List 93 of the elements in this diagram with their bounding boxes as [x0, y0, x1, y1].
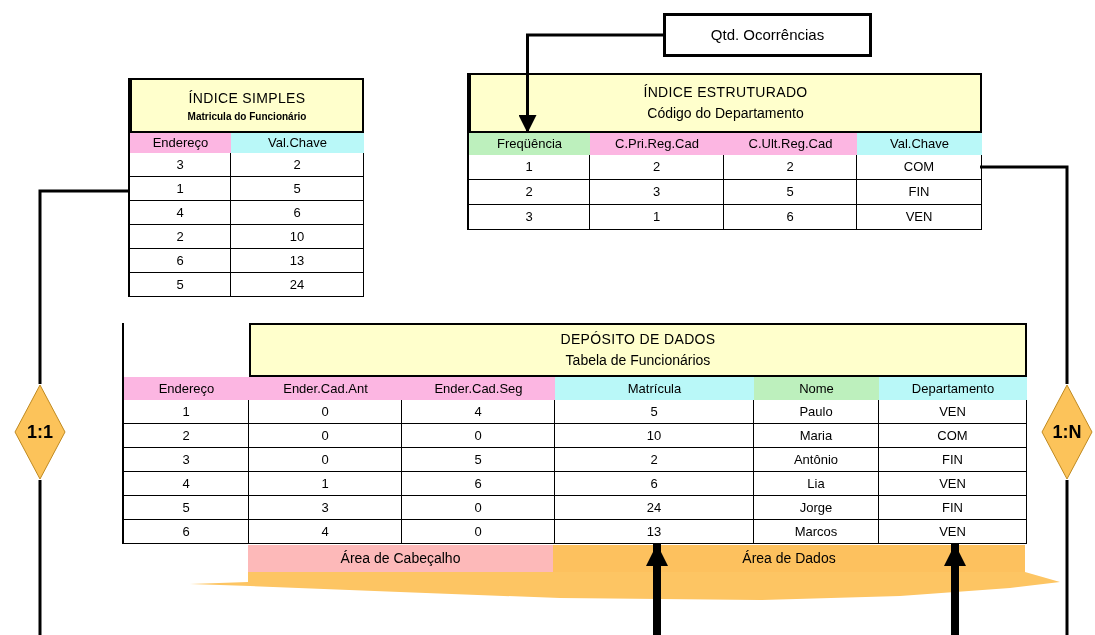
table-subtitle: Matricula do Funcionário — [187, 109, 307, 124]
cell-value: 2 — [124, 424, 249, 448]
arrow — [518, 33, 663, 133]
cell-value: 0 — [249, 400, 402, 424]
cell-value: 2 — [231, 153, 364, 177]
cell-value: VEN — [879, 520, 1027, 544]
cell-value: 10 — [231, 225, 364, 249]
cell-value: 3 — [249, 496, 402, 520]
cell-value: 2 — [130, 225, 231, 249]
arrow — [646, 544, 668, 635]
cell-value: 5 — [555, 400, 754, 424]
cell-value: 5 — [231, 177, 364, 201]
cell-value: 6 — [402, 472, 555, 496]
column-header: Endereço — [130, 133, 231, 153]
cell-value: 3 — [130, 153, 231, 177]
cell-value: 3 — [124, 448, 249, 472]
cell-value: Antônio — [754, 448, 879, 472]
cell-value: 6 — [124, 520, 249, 544]
column-header: C.Ult.Reg.Cad — [724, 133, 857, 155]
cardinality-label: 1:1 — [27, 420, 53, 444]
cell-value: 0 — [402, 496, 555, 520]
cell-value: 0 — [402, 520, 555, 544]
cell-value: 6 — [555, 472, 754, 496]
cell-value: FIN — [879, 448, 1027, 472]
cell-value: COM — [879, 424, 1027, 448]
table-title: DEPÓSITO DE DADOS — [560, 330, 716, 349]
cell-value: 5 — [402, 448, 555, 472]
table-title: ÍNDICE SIMPLES — [188, 88, 306, 108]
cell-value: VEN — [879, 400, 1027, 424]
cell-value: 5 — [724, 180, 857, 205]
connector-line — [980, 165, 1069, 384]
table-subtitle: Tabela de Funcionários — [565, 351, 711, 370]
cell-value: 4 — [249, 520, 402, 544]
cell-value: 24 — [555, 496, 754, 520]
cell-value: 1 — [590, 205, 724, 230]
cell-value: 6 — [130, 249, 231, 273]
data-table — [128, 78, 362, 297]
cell-value: 0 — [249, 424, 402, 448]
cell-value: 4 — [130, 201, 231, 225]
cell-value: Maria — [754, 424, 879, 448]
column-header: Ender.Cad.Ant — [249, 377, 402, 400]
arrow — [944, 544, 966, 635]
data-table — [467, 73, 980, 230]
cell-value: 4 — [402, 400, 555, 424]
cell-value: 2 — [469, 180, 590, 205]
cell-value: 1 — [130, 177, 231, 201]
column-header: Endereço — [124, 377, 249, 400]
cell-value: Jorge — [754, 496, 879, 520]
callout-box: Qtd. Ocorrências — [663, 13, 872, 57]
connector-line — [38, 189, 128, 384]
column-header: Matrícula — [555, 377, 754, 400]
cell-value: 2 — [555, 448, 754, 472]
cell-value: 2 — [724, 155, 857, 180]
connector-line — [38, 480, 42, 635]
column-header: Departamento — [879, 377, 1027, 400]
cell-value: Lia — [754, 472, 879, 496]
cell-value: 4 — [124, 472, 249, 496]
table-subtitle: Código do Departamento — [647, 104, 804, 123]
area-band: Área de Cabeçalho — [248, 545, 553, 572]
cell-value: 2 — [590, 155, 724, 180]
cell-value: 0 — [402, 424, 555, 448]
cell-value: 1 — [124, 400, 249, 424]
cell-value: 1 — [469, 155, 590, 180]
cell-value: 0 — [249, 448, 402, 472]
column-header: Ender.Cad.Seg — [402, 377, 555, 400]
cell-value: 13 — [555, 520, 754, 544]
column-header: C.Pri.Reg.Cad — [590, 133, 724, 155]
column-header: Val.Chave — [857, 133, 982, 155]
cell-value: 13 — [231, 249, 364, 273]
table-title: ÍNDICE ESTRUTURADO — [643, 83, 808, 102]
cell-value: VEN — [857, 205, 982, 230]
cell-value: 5 — [124, 496, 249, 520]
cell-value: 3 — [590, 180, 724, 205]
connector-line — [1065, 480, 1069, 635]
column-header: Nome — [754, 377, 879, 400]
cell-value: 5 — [130, 273, 231, 297]
cell-value: 24 — [231, 273, 364, 297]
cell-value: FIN — [857, 180, 982, 205]
area-band: Área de Dados — [553, 545, 1025, 572]
cell-value: FIN — [879, 496, 1027, 520]
cell-value: 3 — [469, 205, 590, 230]
data-table — [122, 323, 1025, 544]
cell-value: 10 — [555, 424, 754, 448]
cell-value: COM — [857, 155, 982, 180]
cell-value: 6 — [724, 205, 857, 230]
column-header: Val.Chave — [231, 133, 364, 153]
cell-value: 6 — [231, 201, 364, 225]
column-header: Freqüência — [469, 133, 590, 155]
cardinality-label: 1:N — [1052, 420, 1082, 444]
cell-value: Marcos — [754, 520, 879, 544]
cell-value: 1 — [249, 472, 402, 496]
cell-value: VEN — [879, 472, 1027, 496]
cell-value: Paulo — [754, 400, 879, 424]
